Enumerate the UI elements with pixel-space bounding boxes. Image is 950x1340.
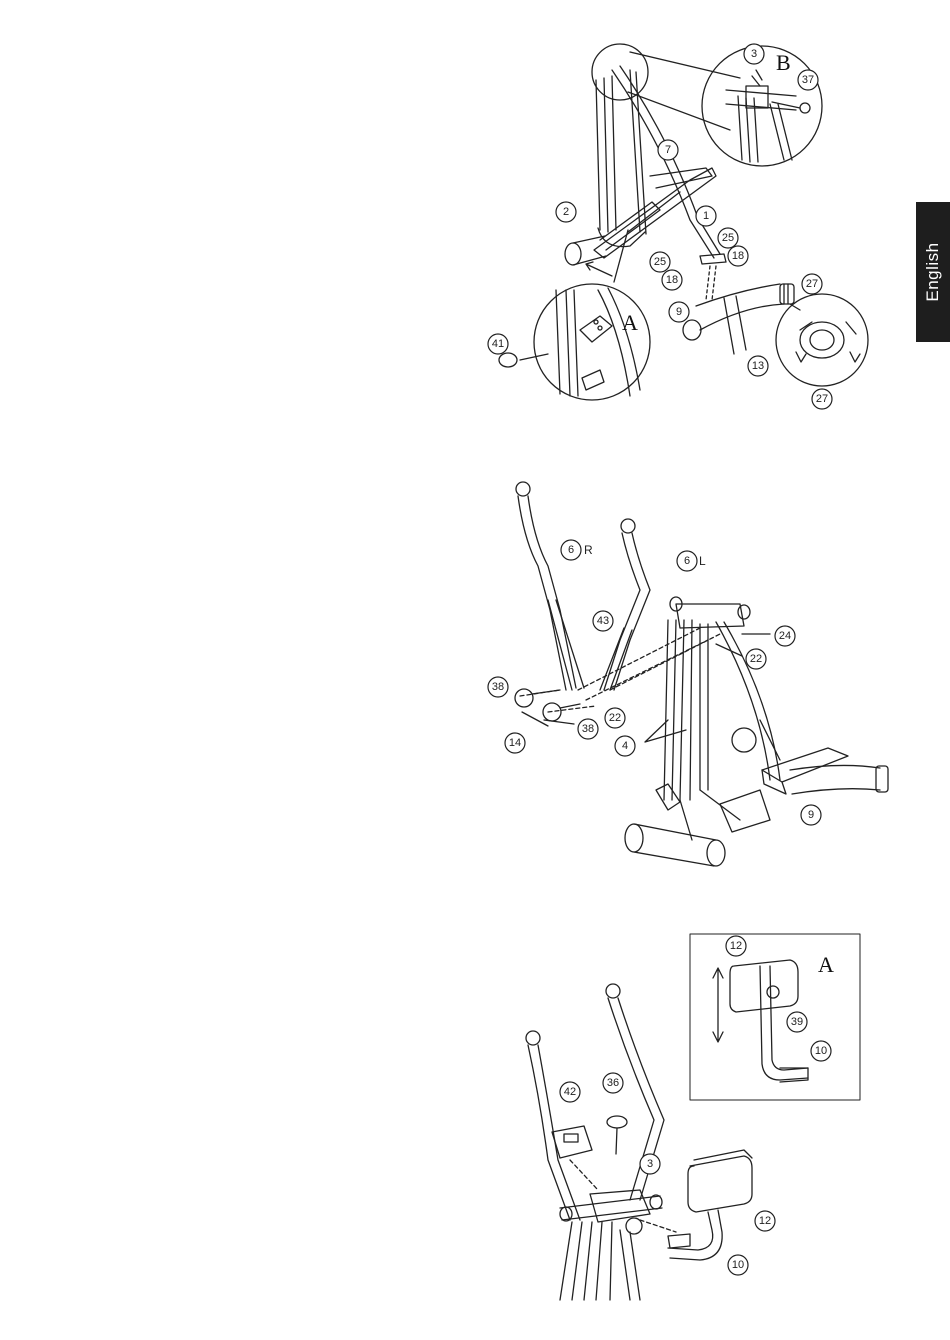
figure-2-callouts: 6 6 43 24 22 38 22 38 14 4 9 — [488, 540, 821, 825]
svg-text:41: 41 — [492, 338, 504, 350]
callout-24: 24 — [775, 626, 795, 646]
callout-39: 39 — [787, 1012, 807, 1032]
callout-27-bottom: 27 — [812, 389, 832, 409]
callout-13: 13 — [748, 356, 768, 376]
svg-text:37: 37 — [802, 74, 814, 86]
figure-1-callouts: 3 37 7 2 1 25 18 25 18 27 9 41 13 27 — [488, 44, 832, 409]
callout-6-right: 6 — [561, 540, 581, 560]
callout-27-top: 27 — [802, 274, 822, 294]
callout-37: 37 — [798, 70, 818, 90]
callout-18-left: 18 — [662, 270, 682, 290]
svg-text:10: 10 — [732, 1259, 744, 1271]
callout-22-left: 22 — [605, 708, 625, 728]
svg-text:38: 38 — [582, 723, 594, 735]
svg-text:14: 14 — [509, 737, 521, 749]
svg-text:9: 9 — [808, 809, 814, 821]
callout-12-detail: 12 — [726, 936, 746, 956]
svg-text:36: 36 — [607, 1077, 619, 1089]
figure-3-callouts: 12 39 10 42 36 3 12 10 — [560, 936, 831, 1275]
callout-25-right: 25 — [718, 228, 738, 248]
callout-9-fig2: 9 — [801, 805, 821, 825]
svg-text:9: 9 — [676, 306, 682, 318]
svg-text:18: 18 — [666, 274, 678, 286]
suffix-r: R — [584, 543, 593, 557]
svg-text:3: 3 — [647, 1158, 653, 1170]
callout-9: 9 — [669, 302, 689, 322]
detail-a-label: A — [622, 310, 638, 335]
svg-text:13: 13 — [752, 360, 764, 372]
svg-text:6: 6 — [684, 555, 690, 567]
callout-1: 1 — [696, 206, 716, 226]
callout-38-right: 38 — [578, 719, 598, 739]
svg-text:6: 6 — [568, 544, 574, 556]
callout-38-left: 38 — [488, 677, 508, 697]
svg-text:38: 38 — [492, 681, 504, 693]
svg-text:39: 39 — [791, 1016, 803, 1028]
callout-2: 2 — [556, 202, 576, 222]
callout-42: 42 — [560, 1082, 580, 1102]
figure-3-drawing — [526, 934, 860, 1300]
figure-1-drawing — [499, 44, 868, 400]
detail-b-label: B — [776, 50, 791, 75]
callout-43: 43 — [593, 611, 613, 631]
svg-text:3: 3 — [751, 48, 757, 60]
callout-25-left: 25 — [650, 252, 670, 272]
callout-10: 10 — [728, 1255, 748, 1275]
callout-6-left: 6 — [677, 551, 697, 571]
callout-36: 36 — [603, 1073, 623, 1093]
callout-22-right: 22 — [746, 649, 766, 669]
svg-text:43: 43 — [597, 615, 609, 627]
svg-text:2: 2 — [563, 206, 569, 218]
svg-text:10: 10 — [815, 1045, 827, 1057]
svg-text:27: 27 — [806, 278, 818, 290]
svg-text:12: 12 — [730, 940, 742, 952]
callout-12: 12 — [755, 1211, 775, 1231]
suffix-l: L — [699, 554, 706, 568]
svg-text:42: 42 — [564, 1086, 576, 1098]
callout-7: 7 — [658, 140, 678, 160]
svg-text:22: 22 — [609, 712, 621, 724]
svg-text:22: 22 — [750, 653, 762, 665]
callout-3-fig3: 3 — [640, 1154, 660, 1174]
svg-text:7: 7 — [665, 144, 671, 156]
svg-text:18: 18 — [732, 250, 744, 262]
svg-text:4: 4 — [622, 740, 628, 752]
callout-41: 41 — [488, 334, 508, 354]
callout-4: 4 — [615, 736, 635, 756]
svg-text:12: 12 — [759, 1215, 771, 1227]
svg-text:27: 27 — [816, 393, 828, 405]
svg-text:1: 1 — [703, 210, 709, 222]
svg-text:25: 25 — [654, 256, 666, 268]
callout-3: 3 — [744, 44, 764, 64]
callout-10-detail: 10 — [811, 1041, 831, 1061]
detail-a-box-label: A — [818, 952, 834, 977]
callout-18-right: 18 — [728, 246, 748, 266]
svg-text:25: 25 — [722, 232, 734, 244]
callout-14: 14 — [505, 733, 525, 753]
svg-text:24: 24 — [779, 630, 791, 642]
